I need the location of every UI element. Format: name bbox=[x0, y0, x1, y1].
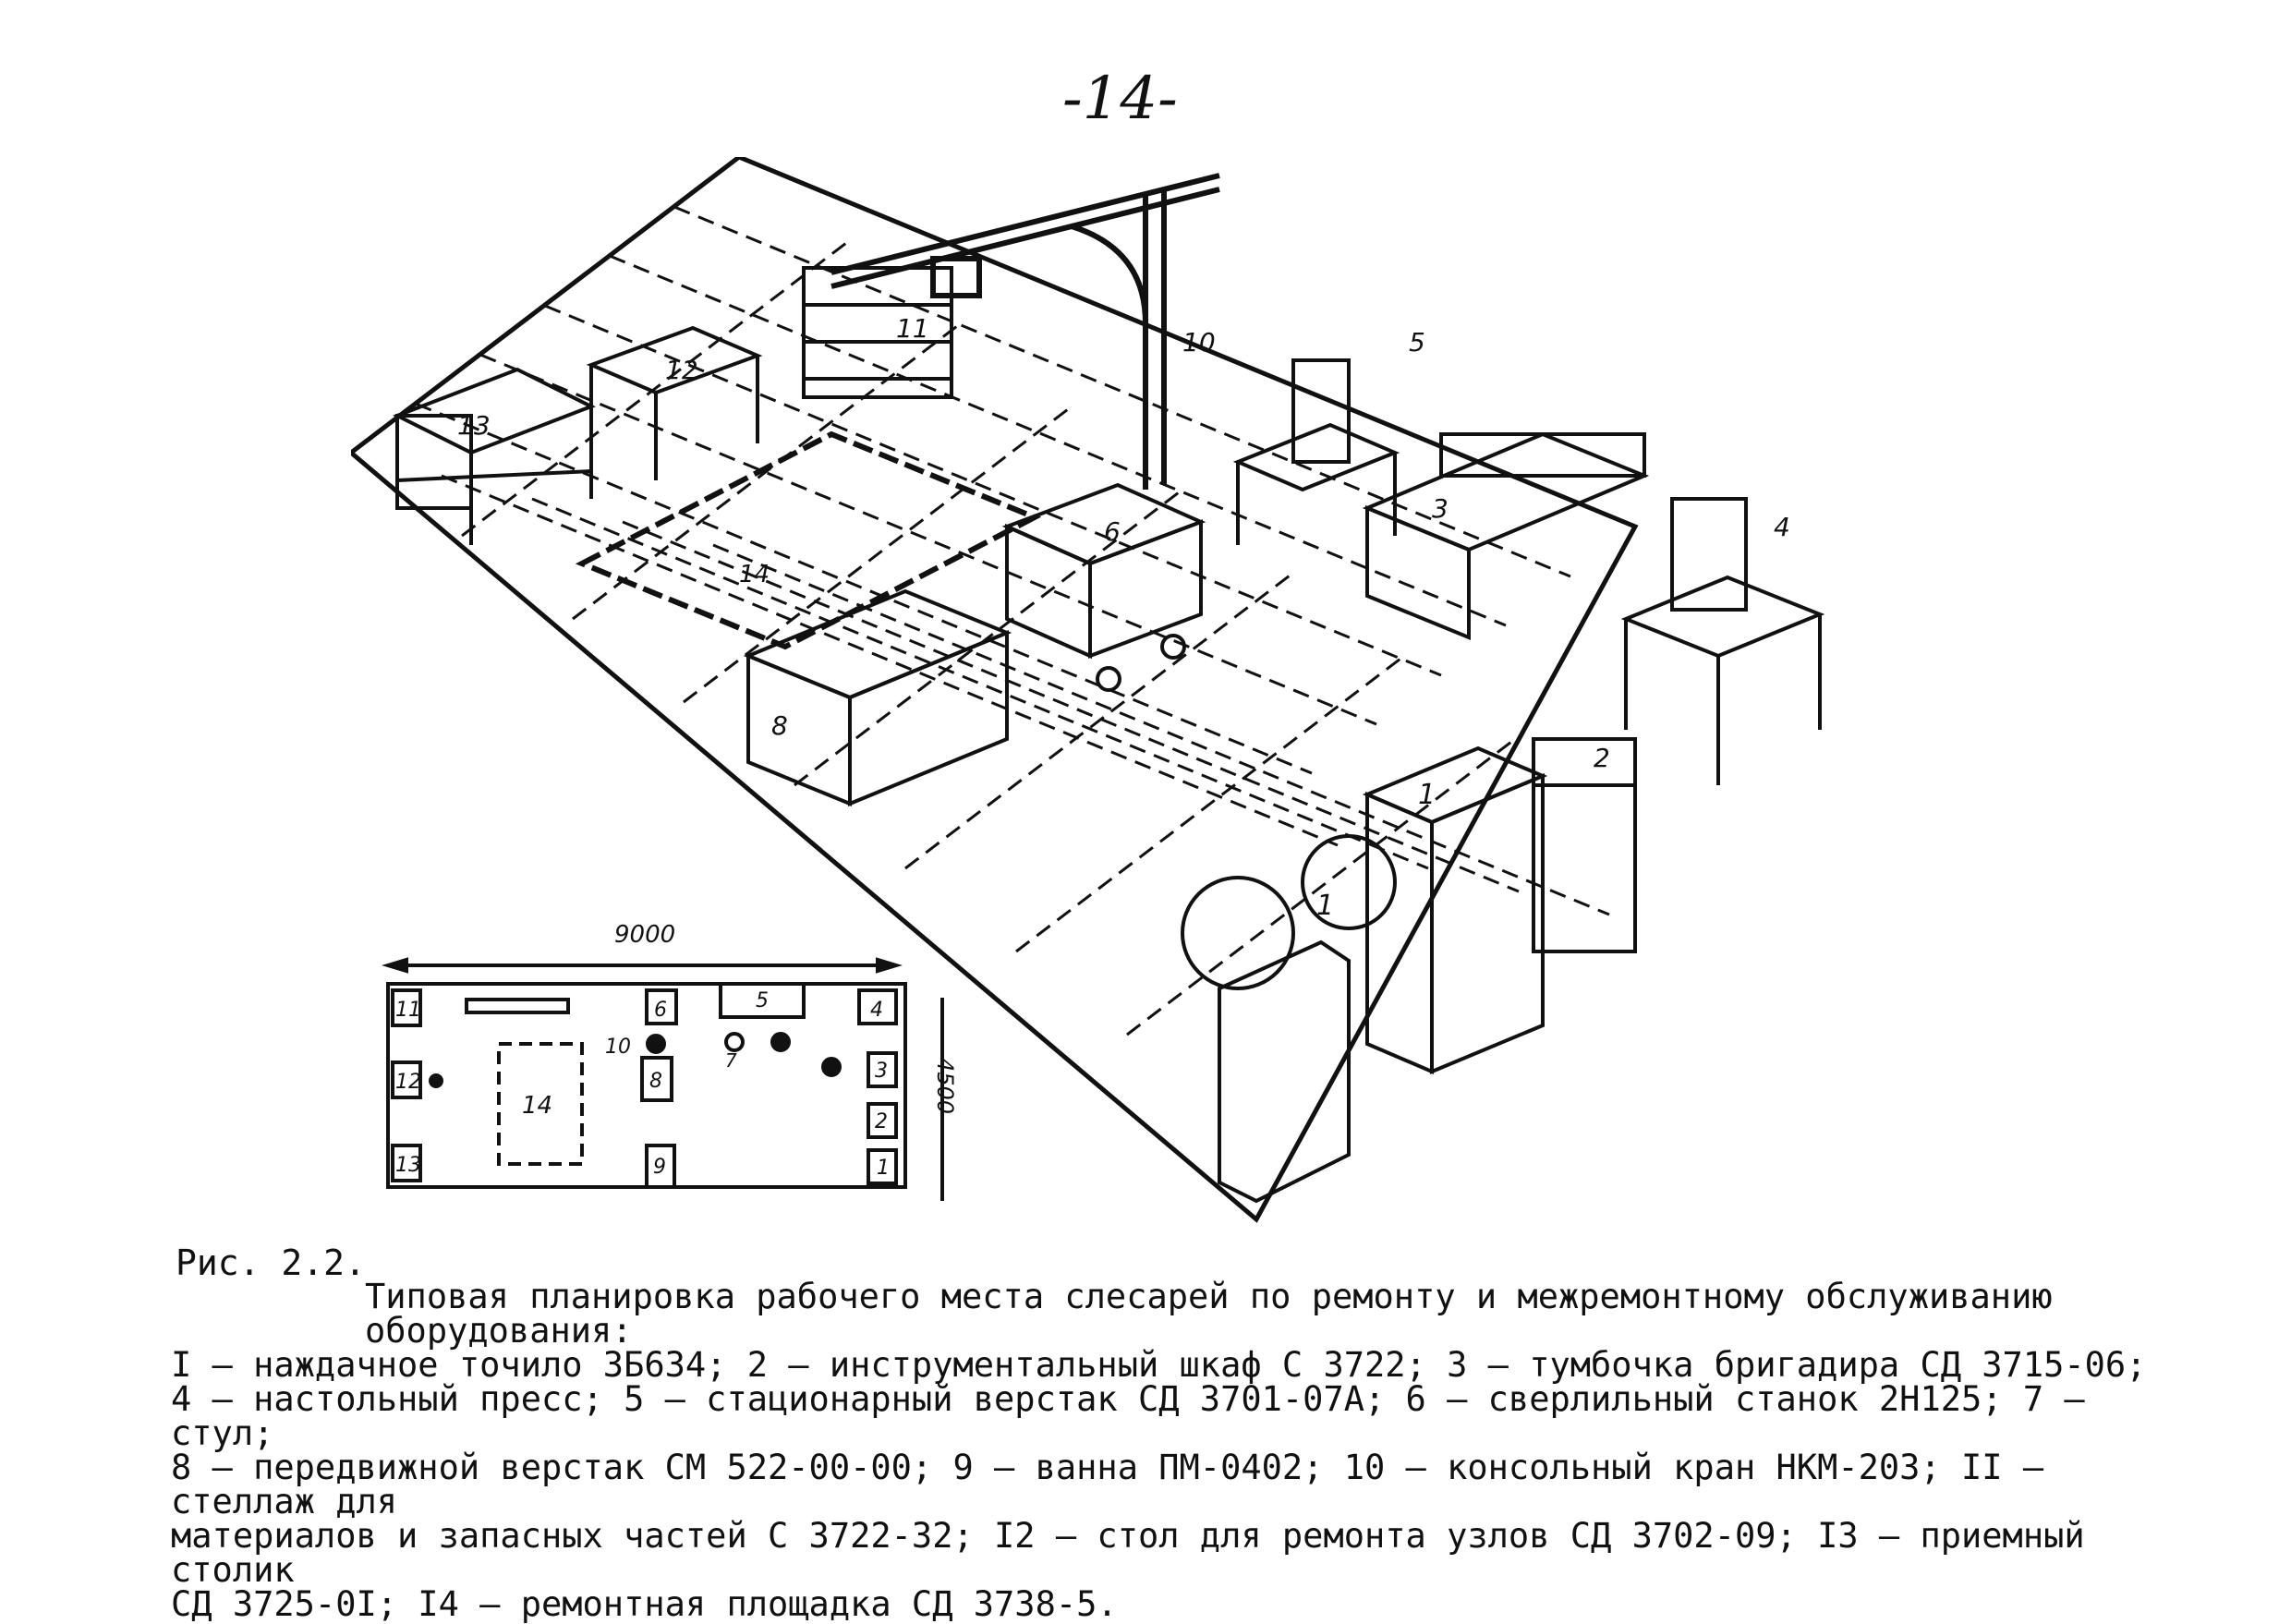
illus-label-11: 11 bbox=[896, 313, 929, 344]
illus-label-13: 13 bbox=[457, 410, 491, 441]
plan-label-13: 13 bbox=[395, 1154, 421, 1177]
illus-label-2: 1 bbox=[1418, 779, 1436, 811]
plan-label-5: 5 bbox=[756, 989, 769, 1012]
plan-label-3: 3 bbox=[875, 1060, 888, 1083]
caption-line: материалов и запасных частей С 3722-32; … bbox=[171, 1516, 2085, 1590]
illus-label-3: 2 bbox=[1594, 743, 1610, 773]
plan-label-9: 9 bbox=[653, 1156, 666, 1179]
plan-label-2: 2 bbox=[875, 1110, 888, 1133]
plan-label-7: 7 bbox=[725, 1049, 737, 1072]
caption-line: 4 – настольный пресс; 5 – стационарный в… bbox=[171, 1379, 2085, 1453]
figure-label: Рис. 2.2. bbox=[176, 1242, 366, 1283]
illus-label-4: 4 bbox=[1774, 512, 1790, 542]
floor-plan: 9000 4500 11 6 5 4 10 7 3 12 8 14 2 13 9… bbox=[382, 921, 958, 1201]
caption-title: Типовая планировка рабочего места слесар… bbox=[365, 1277, 2053, 1351]
plan-label-11: 11 bbox=[395, 999, 421, 1022]
illus-label-8: 6 bbox=[1104, 516, 1121, 547]
illus-label-12: 12 bbox=[665, 355, 698, 385]
illus-label-6: 5 bbox=[1409, 327, 1425, 358]
caption-line: СД 3725-0I; I4 – ремонтная площадка СД 3… bbox=[171, 1584, 1118, 1624]
caption-line: I – наждачное точило 3Б634; 2 – инструме… bbox=[171, 1345, 2147, 1385]
plan-width-dim: 9000 bbox=[614, 921, 675, 949]
figure-caption: Типовая планировка рабочего места слесар… bbox=[171, 1279, 2176, 1621]
plan-height-dim: 4500 bbox=[932, 1058, 958, 1114]
plan-label-8: 8 bbox=[649, 1070, 662, 1093]
plan-label-12: 12 bbox=[395, 1071, 421, 1094]
illus-label-1: 1 bbox=[1316, 890, 1334, 922]
plan-label-4: 4 bbox=[870, 999, 883, 1022]
illus-label-10: 10 bbox=[1182, 327, 1216, 358]
plan-label-14: 14 bbox=[522, 1092, 552, 1120]
caption-line: 8 – передвижной верстак СМ 522-00-00; 9 … bbox=[171, 1448, 2044, 1521]
plan-label-10: 10 bbox=[605, 1036, 631, 1059]
plan-label-6: 6 bbox=[654, 999, 667, 1022]
illus-label-9: 8 bbox=[771, 710, 788, 741]
page-number: -14- bbox=[1062, 65, 1178, 133]
illus-label-14: 14 bbox=[739, 561, 770, 588]
plan-label-1: 1 bbox=[877, 1157, 890, 1180]
workshop-illustration: 14 13 12 11 10 8 bbox=[351, 157, 1825, 1223]
illus-label-5: 3 bbox=[1432, 493, 1449, 524]
